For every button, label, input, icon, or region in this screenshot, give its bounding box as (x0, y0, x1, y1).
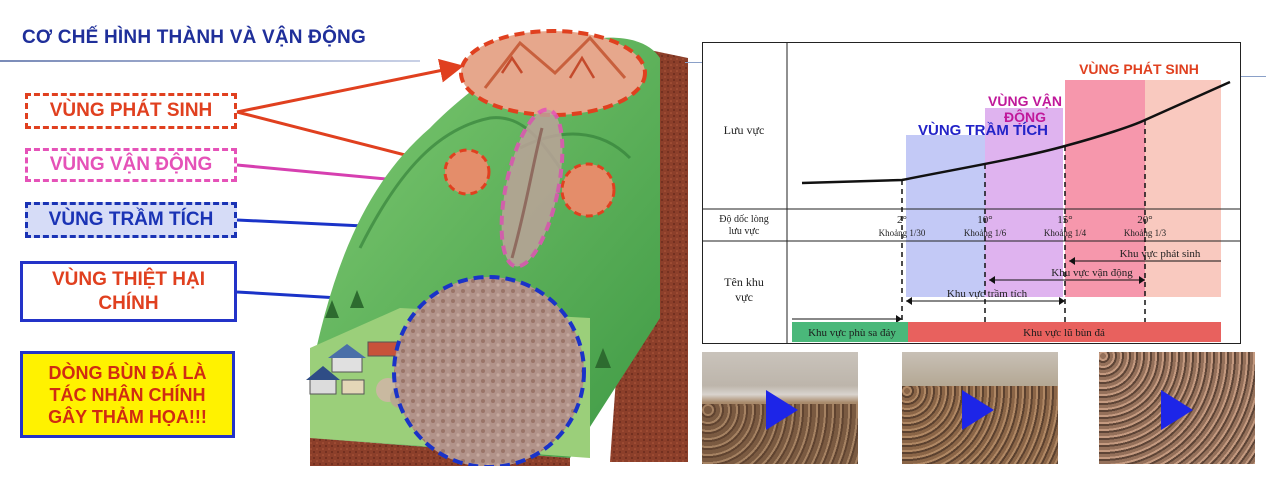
arrow-label-phat-sinh: Khu vực phát sinh (1120, 248, 1201, 260)
zone-tram-tich-band (906, 135, 985, 297)
row-label-do-doc-2: lưu vực (729, 226, 760, 237)
slope-deg-2: 10° (977, 214, 992, 226)
edge-line-right (1241, 76, 1266, 77)
warning-box: DÒNG BÙN ĐÁ LÀ TÁC NHÂN CHÍNH GÂY THẢM H… (20, 351, 235, 438)
zone-phat-sinh-title: VÙNG PHÁT SINH (1079, 60, 1199, 77)
row-label-ten-khu-2: vực (735, 290, 753, 304)
slope-ratio-2: Khoảng 1/6 (964, 228, 1007, 238)
channel-zone (499, 107, 565, 269)
row-label-luu-vuc: Lưu vực (724, 123, 765, 137)
deposition-zone (394, 277, 584, 466)
label-vung-van-dong[interactable]: VÙNG VẬN ĐỘNG (25, 148, 237, 182)
zone-van-dong-band (985, 108, 1063, 297)
bar-label-phu-sa: Khu vực phù sa đáy (808, 327, 896, 339)
label-vung-thiet-hai-chinh[interactable]: VÙNG THIỆT HẠI CHÍNH (20, 261, 237, 322)
slope-deg-3: 15° (1057, 214, 1072, 226)
play-icon[interactable] (962, 390, 994, 430)
row-label-do-doc-1: Độ dốc lòng (719, 214, 768, 225)
bar-lu-bun-da (908, 322, 1221, 342)
arrow-label-van-dong: Khu vực vận động (1051, 267, 1133, 279)
slope-ratio-3: Khoảng 1/4 (1044, 228, 1087, 238)
page-title: CƠ CHẾ HÌNH THÀNH VÀ VẬN ĐỘNG (22, 27, 366, 48)
edge-line-left (685, 62, 702, 63)
play-icon[interactable] (1161, 390, 1193, 430)
label-vung-tram-tich[interactable]: VÙNG TRẦM TÍCH (25, 202, 237, 238)
bar-label-lu-bun-da: Khu vực lũ bùn đá (1023, 327, 1105, 339)
zone-chart: VÙNG TRẦM TÍCH VÙNG VẬN ĐỘNG VÙNG PHÁT S… (702, 42, 1241, 344)
bar-phu-sa (792, 322, 908, 342)
video-thumbnail-3[interactable] (1099, 352, 1255, 464)
zone-phat-sinh-band (1065, 80, 1145, 297)
slope-deg-1: 2° (897, 214, 907, 226)
slope-deg-4: 20° (1137, 214, 1152, 226)
slope-ratio-4: Khoảng 1/3 (1124, 228, 1167, 238)
title-underline (0, 60, 420, 62)
video-thumbnail-2[interactable] (902, 352, 1058, 464)
label-vung-phat-sinh[interactable]: VÙNG PHÁT SINH (25, 93, 237, 129)
zone-tram-tich-title: VÙNG TRẦM TÍCH (918, 121, 1048, 139)
slope-ratio-1: Khoảng 1/30 (879, 228, 926, 238)
arrow-label-tram-tich: Khu vực trầm tích (947, 288, 1028, 300)
zone-van-dong-title-2: ĐỘNG (1004, 108, 1046, 125)
play-icon[interactable] (766, 390, 798, 430)
mountain-illustration (306, 29, 688, 466)
row-label-ten-khu-1: Tên khu (724, 275, 764, 289)
video-thumbnail-1[interactable] (702, 352, 858, 464)
profile-curve (801, 80, 1231, 185)
zone-van-dong-title-1: VÙNG VẬN (988, 92, 1062, 109)
